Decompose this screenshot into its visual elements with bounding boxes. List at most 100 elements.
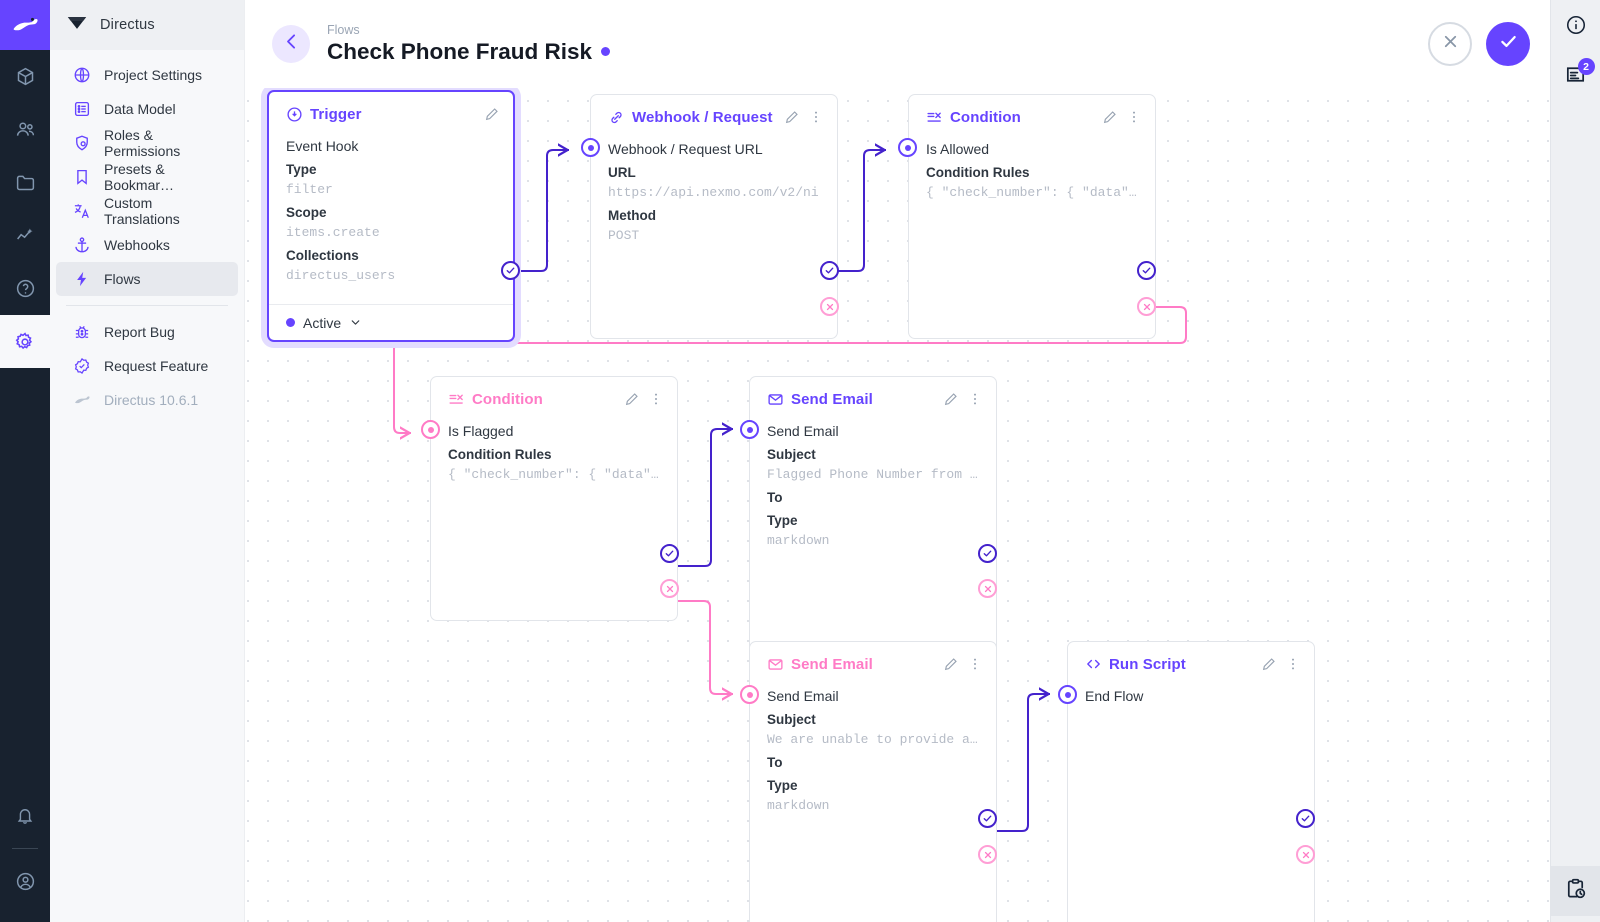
right-sidebar: 2	[1550, 0, 1600, 922]
rail-item-users[interactable]	[0, 103, 50, 156]
node-header: Condition	[909, 95, 1155, 139]
condition-allowed-input-port[interactable]	[898, 138, 917, 157]
rail-item-content[interactable]	[0, 50, 50, 103]
breadcrumb[interactable]: Flows	[327, 23, 360, 37]
flow-status-selector[interactable]: Active	[269, 304, 513, 340]
pencil-icon[interactable]	[941, 390, 960, 409]
dots-vertical-icon[interactable]	[965, 390, 984, 409]
node-title: Trigger	[310, 105, 362, 123]
field-label: Subject	[767, 447, 816, 462]
rail-item-insights[interactable]	[0, 209, 50, 262]
dots-vertical-icon[interactable]	[1283, 655, 1302, 674]
node-header: Send Email	[750, 377, 996, 421]
node-row-name: Event Hook	[286, 138, 359, 154]
send-email-flagged-reject-port[interactable]	[978, 579, 997, 598]
node-body: Event Hook Type filter Scope items.creat…	[269, 136, 513, 304]
user-avatar-icon[interactable]	[0, 855, 50, 908]
flow-info-button[interactable]	[1551, 2, 1600, 52]
webhook-input-port[interactable]	[581, 138, 600, 157]
flow-logs-button[interactable]: 2	[1551, 52, 1600, 102]
sidebar-item-presets-bookmarks[interactable]: Presets & Bookmar…	[56, 160, 238, 194]
send-email-flagged-success-port[interactable]	[978, 544, 997, 563]
sidebar-item-data-model[interactable]: Data Model	[56, 92, 238, 126]
back-button[interactable]	[272, 25, 310, 63]
webhook-success-port[interactable]	[820, 261, 839, 280]
field-label: Subject	[767, 712, 816, 727]
flow-canvas[interactable]: Trigger Event Hook Type filter Scope ite…	[245, 88, 1550, 922]
condition-allowed-success-port[interactable]	[1137, 261, 1156, 280]
condition-allowed-reject-port[interactable]	[1137, 297, 1156, 316]
rail-item-files[interactable]	[0, 156, 50, 209]
sidebar-item-label: Roles & Permissions	[104, 127, 181, 159]
flow-node-trigger[interactable]: Trigger Event Hook Type filter Scope ite…	[267, 90, 515, 342]
bookmark-icon	[72, 168, 91, 187]
condition-flagged-input-port[interactable]	[421, 420, 440, 439]
rule-icon	[926, 109, 943, 126]
save-button[interactable]	[1486, 22, 1530, 66]
send-email-unable-success-port[interactable]	[978, 809, 997, 828]
sidebar-item-custom-translations[interactable]: Custom Translations	[56, 194, 238, 228]
nav-brand-header[interactable]: Directus	[50, 0, 244, 50]
arrow-left-icon	[281, 31, 302, 57]
dots-vertical-icon[interactable]	[806, 108, 825, 127]
rail-item-settings[interactable]	[0, 315, 50, 368]
pencil-icon[interactable]	[1259, 655, 1278, 674]
pencil-icon[interactable]	[782, 108, 801, 127]
sidebar-item-flows[interactable]: Flows	[56, 262, 238, 296]
condition-flagged-success-port[interactable]	[660, 544, 679, 563]
field-label: Type	[767, 513, 798, 528]
mail-icon	[767, 391, 784, 408]
sidebar-item-project-settings[interactable]: Project Settings	[56, 58, 238, 92]
field-value: We are unable to provide a…	[767, 732, 978, 747]
dots-vertical-icon[interactable]	[1124, 108, 1143, 127]
rail-item-help[interactable]	[0, 262, 50, 315]
link-icon	[608, 109, 625, 126]
run-script-success-port[interactable]	[1296, 809, 1315, 828]
node-body: Send Email Subject We are unable to prov…	[750, 686, 996, 922]
sidebar-version-label: Directus 10.6.1	[104, 392, 199, 408]
field-label: Scope	[286, 205, 327, 220]
node-tools	[941, 390, 984, 409]
dots-vertical-icon[interactable]	[646, 390, 665, 409]
send-email-flagged-input-port[interactable]	[740, 420, 759, 439]
pencil-icon[interactable]	[1100, 108, 1119, 127]
dots-vertical-icon[interactable]	[965, 655, 984, 674]
webhook-reject-port[interactable]	[820, 297, 839, 316]
node-header: Webhook / Request U	[591, 95, 837, 139]
flow-node-run-script[interactable]: Run Script End Flow	[1067, 641, 1315, 922]
node-body: End Flow	[1068, 686, 1314, 922]
sidebar-item-report-bug[interactable]: Report Bug	[56, 315, 238, 349]
bug-icon	[72, 323, 91, 342]
flow-node-send-email-unable[interactable]: Send Email Send Email Subject We are una…	[749, 641, 997, 922]
sidebar-item-webhooks[interactable]: Webhooks	[56, 228, 238, 262]
run-script-input-port[interactable]	[1058, 685, 1077, 704]
field-value: POST	[608, 228, 640, 243]
send-email-unable-input-port[interactable]	[740, 685, 759, 704]
rail-divider	[12, 848, 38, 849]
sidebar-divider	[66, 305, 228, 306]
node-header: Condition	[431, 377, 677, 421]
run-script-reject-port[interactable]	[1296, 845, 1315, 864]
pencil-icon[interactable]	[941, 655, 960, 674]
notifications-icon[interactable]	[0, 789, 50, 842]
pencil-icon[interactable]	[482, 105, 501, 124]
chevron-down-icon	[349, 316, 362, 329]
condition-flagged-reject-port[interactable]	[660, 579, 679, 598]
nav-sidebar: Directus Project Settings	[50, 0, 245, 922]
pencil-icon[interactable]	[622, 390, 641, 409]
flow-node-webhook[interactable]: Webhook / Request U Webhook / Request UR…	[590, 94, 838, 339]
send-email-unable-reject-port[interactable]	[978, 845, 997, 864]
cancel-button[interactable]	[1428, 22, 1472, 66]
field-value: markdown	[767, 533, 830, 548]
flow-history-button[interactable]	[1550, 866, 1600, 916]
node-row-name: End Flow	[1085, 688, 1144, 704]
node-header: Run Script	[1068, 642, 1314, 686]
field-value: markdown	[767, 798, 830, 813]
sidebar-item-request-feature[interactable]: Request Feature	[56, 349, 238, 383]
flow-node-condition-is-flagged[interactable]: Condition Is Flagged Condition Rules { "…	[430, 376, 678, 621]
directus-logo[interactable]	[0, 0, 50, 50]
trigger-success-port[interactable]	[501, 261, 520, 280]
flow-node-condition-is-allowed[interactable]: Condition Is Allowed Condition Rules { "…	[908, 94, 1156, 339]
sidebar-item-roles-permissions[interactable]: Roles & Permissions	[56, 126, 238, 160]
